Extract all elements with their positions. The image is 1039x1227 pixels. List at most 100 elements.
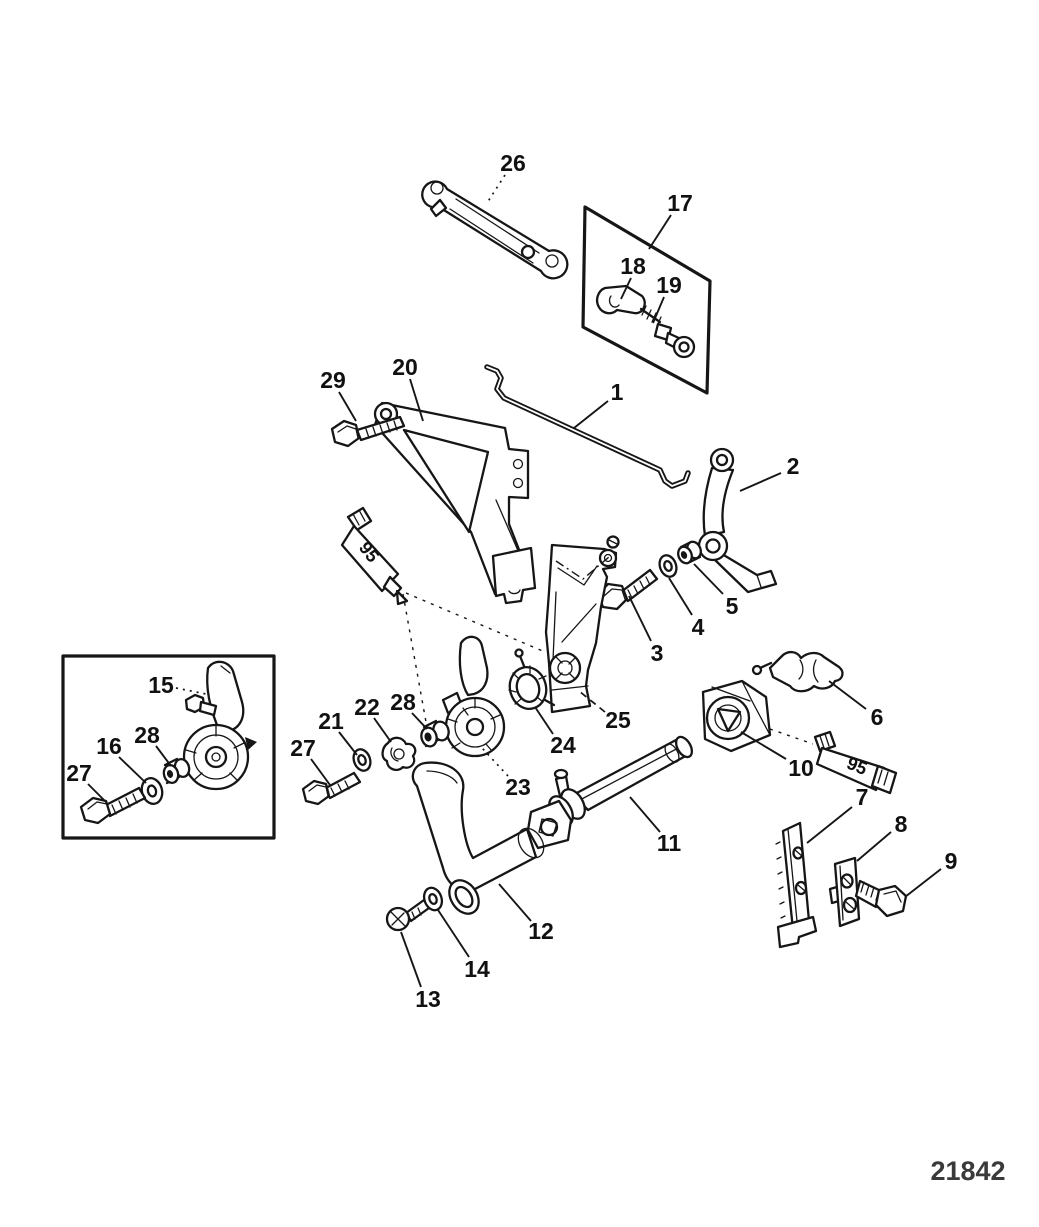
part-26-link xyxy=(421,180,569,280)
diagram-line xyxy=(641,305,662,327)
diagram-line xyxy=(421,180,569,280)
callout-29-leader xyxy=(338,391,357,422)
diagram-line xyxy=(794,849,806,892)
callout-4-leader xyxy=(668,577,693,616)
part-5-bushing xyxy=(677,540,702,565)
diagram-line xyxy=(715,453,729,467)
callout-28b-leader xyxy=(411,712,428,730)
callout-17-leader xyxy=(648,214,672,250)
diagram-line xyxy=(551,565,598,691)
callout-17-label: 17 xyxy=(667,190,693,216)
part-7-plate xyxy=(775,821,818,949)
callout-28a-leader xyxy=(155,745,172,767)
diagram-line xyxy=(491,546,537,605)
part-27-bolt xyxy=(301,771,362,806)
callout-12-label: 12 xyxy=(528,918,554,944)
callout-2-label: 2 xyxy=(787,453,800,479)
diagram-line xyxy=(557,660,573,676)
diagram-line xyxy=(340,524,400,593)
diagram-line xyxy=(204,745,228,769)
callout-10-leader xyxy=(740,731,787,760)
diagram-line xyxy=(627,576,651,599)
diagram-line xyxy=(111,793,138,815)
diagram-line xyxy=(775,828,798,922)
diagram-line xyxy=(486,366,689,487)
diagram-line xyxy=(508,666,548,710)
callout-1-label: 1 xyxy=(611,379,624,405)
diagram-line xyxy=(751,664,763,676)
part-27-bolt-inset xyxy=(79,786,147,825)
diagram-line xyxy=(680,551,688,559)
part-2-lever xyxy=(697,447,778,594)
diagram-line xyxy=(843,877,855,910)
diagram-line xyxy=(518,654,526,668)
diagram-line xyxy=(512,458,524,470)
diagram-line xyxy=(603,588,626,600)
diagram-line xyxy=(402,593,427,723)
callout-6-label: 6 xyxy=(871,704,884,730)
diagram-line xyxy=(595,284,646,315)
callout-6-leader xyxy=(828,680,867,710)
part-18-clevis-link xyxy=(595,284,662,327)
callout-25-leader xyxy=(578,690,606,713)
diagram-line xyxy=(330,419,361,448)
diagram-line xyxy=(555,656,576,680)
diagram-line xyxy=(514,648,524,658)
callout-2-leader xyxy=(739,472,782,492)
callout-15-label: 15 xyxy=(148,672,174,698)
callout-20-label: 20 xyxy=(392,354,418,380)
diagram-line xyxy=(833,856,861,928)
diagram-line xyxy=(874,884,908,918)
diagram-line xyxy=(798,659,819,683)
diagram-line xyxy=(870,764,898,795)
diagram-line xyxy=(390,747,399,762)
callout-3-label: 3 xyxy=(651,640,664,666)
callout-28b-label: 28 xyxy=(390,689,416,715)
part-29-bolt xyxy=(330,415,406,448)
part-25-bracket xyxy=(544,535,620,714)
diagram-line xyxy=(815,746,886,792)
diagram-line xyxy=(508,589,521,595)
diagram-line xyxy=(429,198,448,218)
callout-19-leader xyxy=(652,296,665,324)
diagram-line xyxy=(198,700,218,717)
callout-14-leader xyxy=(437,909,470,958)
diagram-line xyxy=(352,509,366,526)
diagram-line xyxy=(352,748,372,772)
callout-16-leader xyxy=(118,756,147,784)
diagram-line xyxy=(517,827,545,859)
callout-24-leader xyxy=(534,706,554,735)
part-21-washer xyxy=(352,748,372,772)
callout-26-label: 26 xyxy=(500,150,526,176)
part-8-plate xyxy=(828,856,861,928)
diagram-line xyxy=(308,784,329,797)
callout-12-leader xyxy=(498,883,532,922)
diagram-line xyxy=(458,635,489,697)
callout-26-leader xyxy=(486,174,506,204)
diagram-line xyxy=(411,761,538,892)
diagram-line xyxy=(449,198,540,264)
diagram-line xyxy=(390,911,406,927)
diagram-line xyxy=(538,818,558,837)
diagram-line xyxy=(428,893,438,905)
diagram-line xyxy=(702,466,735,538)
diagram-line xyxy=(768,650,844,693)
part-20-bracket xyxy=(373,401,537,605)
part-23-cam-lever xyxy=(441,635,506,758)
callout-9-leader xyxy=(904,868,942,898)
diagram-line xyxy=(146,784,158,798)
callout-29-label: 29 xyxy=(320,367,346,393)
diagram-line xyxy=(543,698,556,707)
part-9-bolt xyxy=(854,879,908,918)
callout-11-label: 11 xyxy=(657,830,682,856)
inset-box xyxy=(61,654,276,840)
diagram-line xyxy=(330,780,350,797)
diagram-line xyxy=(756,574,762,588)
diagram-line xyxy=(548,651,582,685)
callout-23-label: 23 xyxy=(505,774,531,800)
callout-15-leader xyxy=(175,687,207,695)
diagram-line xyxy=(658,554,678,578)
diagram-line xyxy=(430,181,444,195)
callout-21-label: 21 xyxy=(318,708,344,734)
